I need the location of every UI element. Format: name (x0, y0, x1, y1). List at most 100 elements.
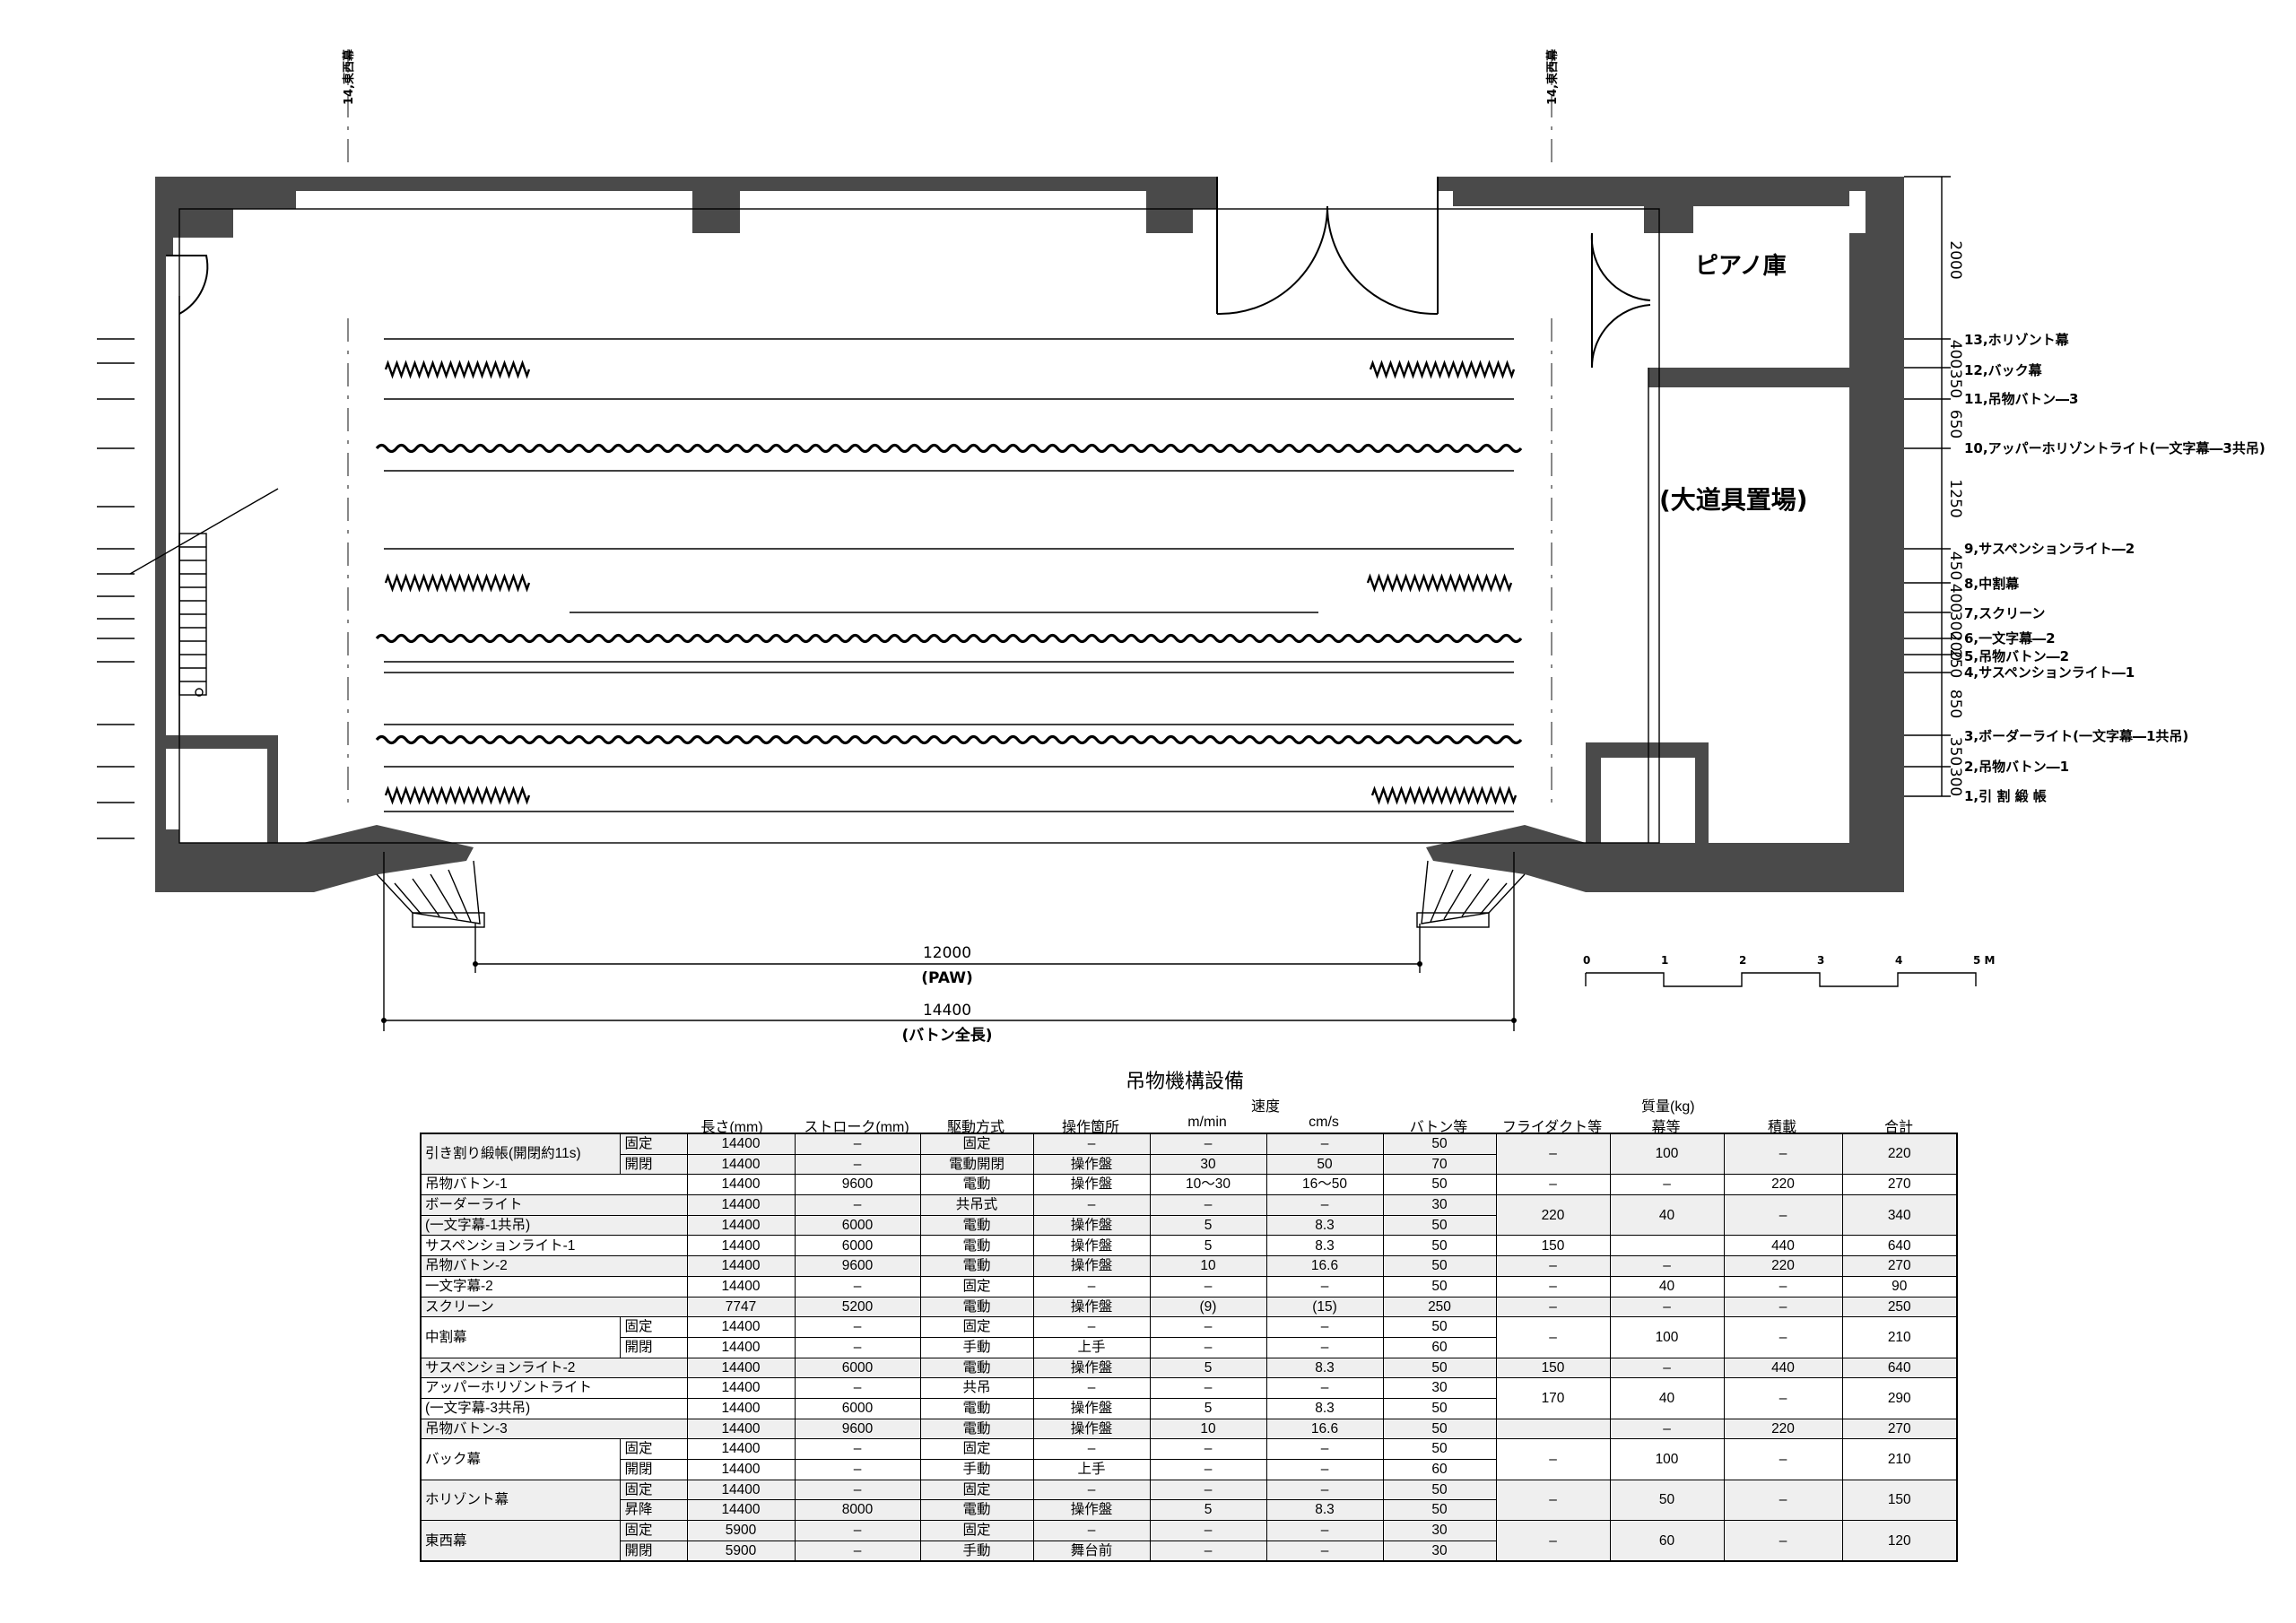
cell: – (1032, 1133, 1151, 1155)
cell: 50 (1382, 1397, 1497, 1419)
cell: – (1032, 1194, 1151, 1216)
row-sub: 固定 (619, 1520, 688, 1541)
table-row: スクリーン 7747 5200 電動 操作盤 (9) (15) 250 – – … (420, 1296, 1958, 1318)
cell: – (1495, 1316, 1611, 1358)
spacing-4: 650 (1946, 410, 1964, 438)
cell: – (1265, 1438, 1384, 1460)
wall-prosc-left (303, 825, 474, 892)
cell: 150 (1495, 1357, 1611, 1379)
row-name: 吊物バトン-1 (420, 1174, 688, 1196)
table-row: 中割幕 固定 14400 – 固定 – – – 50 – 100 – 210 (420, 1316, 1958, 1358)
cell: 640 (1841, 1235, 1958, 1257)
cell: – (794, 1316, 921, 1338)
cell: 14400 (686, 1336, 796, 1358)
cell: 14400 (686, 1418, 796, 1440)
dim-paw-value: 12000 (923, 944, 971, 962)
cell: – (1609, 1174, 1725, 1196)
spacing-7: 400 (1946, 584, 1964, 612)
row-name: バック幕 (420, 1438, 621, 1480)
table-row: 吊物バトン-2 14400 9600 電動 操作盤 10 16.6 50 – –… (420, 1255, 1958, 1277)
cell: – (1265, 1316, 1384, 1338)
cell: 40 (1609, 1377, 1725, 1419)
cell: 220 (1723, 1174, 1843, 1196)
col-load: 積載 (1767, 1120, 1796, 1135)
left-tick-marks (97, 338, 135, 839)
room-storage: (大道具置場) (1659, 485, 1808, 515)
cell: 220 (1495, 1194, 1611, 1237)
cell: 操作盤 (1032, 1418, 1151, 1440)
cell: 14400 (686, 1438, 796, 1460)
cell: 7747 (686, 1296, 796, 1318)
row-name: 東西幕 (420, 1520, 621, 1562)
cell: 14400 (686, 1255, 796, 1277)
stage-floor-plan: 14,東西幕 14,東西幕 ピアノ庫 (大道具置場) 2000 400 350 … (97, 48, 2266, 1045)
cell: 50 (1382, 1418, 1497, 1440)
spacing-2: 400 (1946, 340, 1964, 369)
cell: – (1032, 1479, 1151, 1501)
cell: – (1495, 1133, 1611, 1176)
cell: 10 (1149, 1255, 1267, 1277)
cell: 9600 (794, 1418, 921, 1440)
cell: 固定 (919, 1520, 1034, 1541)
cell: – (1265, 1459, 1384, 1480)
cell: 操作盤 (1032, 1174, 1151, 1196)
dim-baton-label: (バトン全長) (901, 1026, 992, 1045)
cell: 6000 (794, 1235, 921, 1257)
rig-label-5: 5,吊物バトン―2 (1964, 648, 2069, 664)
row-sub: 開閉 (619, 1336, 688, 1358)
table-row: バック幕 固定 14400 – 固定 – – – 50 – 100 – 210 (420, 1438, 1958, 1480)
row-name: ボーダーライト (420, 1194, 688, 1216)
cell: 14400 (686, 1479, 796, 1501)
cell: – (794, 1377, 921, 1399)
wall-top-right (1438, 177, 1904, 892)
cell: 50 (1382, 1255, 1497, 1277)
cell: – (794, 1438, 921, 1460)
rig-label-7: 7,スクリーン (1964, 605, 2045, 621)
cell: 電動 (919, 1357, 1034, 1379)
table-row: 引き割り緞帳(開閉約11s) 固定 14400 – 固定 – – – 50 – … (420, 1133, 1958, 1176)
cell: – (1149, 1336, 1267, 1358)
cell: – (1265, 1194, 1384, 1216)
table-row: 吊物バトン-3 14400 9600 電動 操作盤 10 16.6 50 – 2… (420, 1418, 1958, 1440)
spacing-1: 2000 (1946, 240, 1964, 279)
curtain-border (375, 734, 1523, 745)
cell: – (1149, 1479, 1267, 1501)
cell: – (1032, 1275, 1151, 1298)
table-title: 吊物機構設備 (1126, 1070, 1245, 1092)
cell: – (1149, 1459, 1267, 1480)
cell: 16.6 (1265, 1255, 1384, 1277)
center-marks: 14,東西幕 14,東西幕 (342, 48, 1560, 807)
cell: 5 (1149, 1214, 1267, 1237)
door-left (166, 255, 209, 315)
cell: 250 (1382, 1296, 1497, 1318)
cell: 50 (1382, 1499, 1497, 1522)
row-sub: 昇降 (619, 1499, 688, 1522)
row-sub: 開閉 (619, 1540, 688, 1562)
cell: 5 (1149, 1499, 1267, 1522)
cell: 60 (1382, 1336, 1497, 1358)
cell: 手動 (919, 1540, 1034, 1562)
table-row: ボーダーライト 14400 – 共吊式 – – – 30 220 40 – 34… (420, 1194, 1958, 1237)
cell: – (794, 1275, 921, 1298)
scale-tick-3: 3 (1817, 954, 1824, 967)
cell: 16.6 (1265, 1418, 1384, 1440)
cell: 電動 (919, 1397, 1034, 1419)
cell: 操作盤 (1032, 1357, 1151, 1379)
cell: 固定 (919, 1275, 1034, 1298)
door-main-double (1216, 177, 1439, 316)
cell: – (1149, 1520, 1267, 1541)
cell: – (1495, 1275, 1611, 1298)
coil-mid-right (1366, 573, 1513, 593)
cell: 14400 (686, 1235, 796, 1257)
row-name: アッパーホリゾントライト (420, 1377, 688, 1399)
cell (1609, 1235, 1725, 1257)
dim-paw-label: (PAW) (921, 969, 973, 987)
table-row: アッパーホリゾントライト 14400 – 共吊 – – – 30 170 40 … (420, 1377, 1958, 1419)
cell: 50 (1382, 1235, 1497, 1257)
cell: – (1723, 1133, 1843, 1176)
cell: 290 (1841, 1377, 1958, 1419)
dim-baton-value: 14400 (923, 1002, 971, 1020)
coil-mid-left (384, 573, 531, 593)
cell: 8.3 (1265, 1499, 1384, 1522)
cell: 10～30 (1149, 1174, 1267, 1196)
